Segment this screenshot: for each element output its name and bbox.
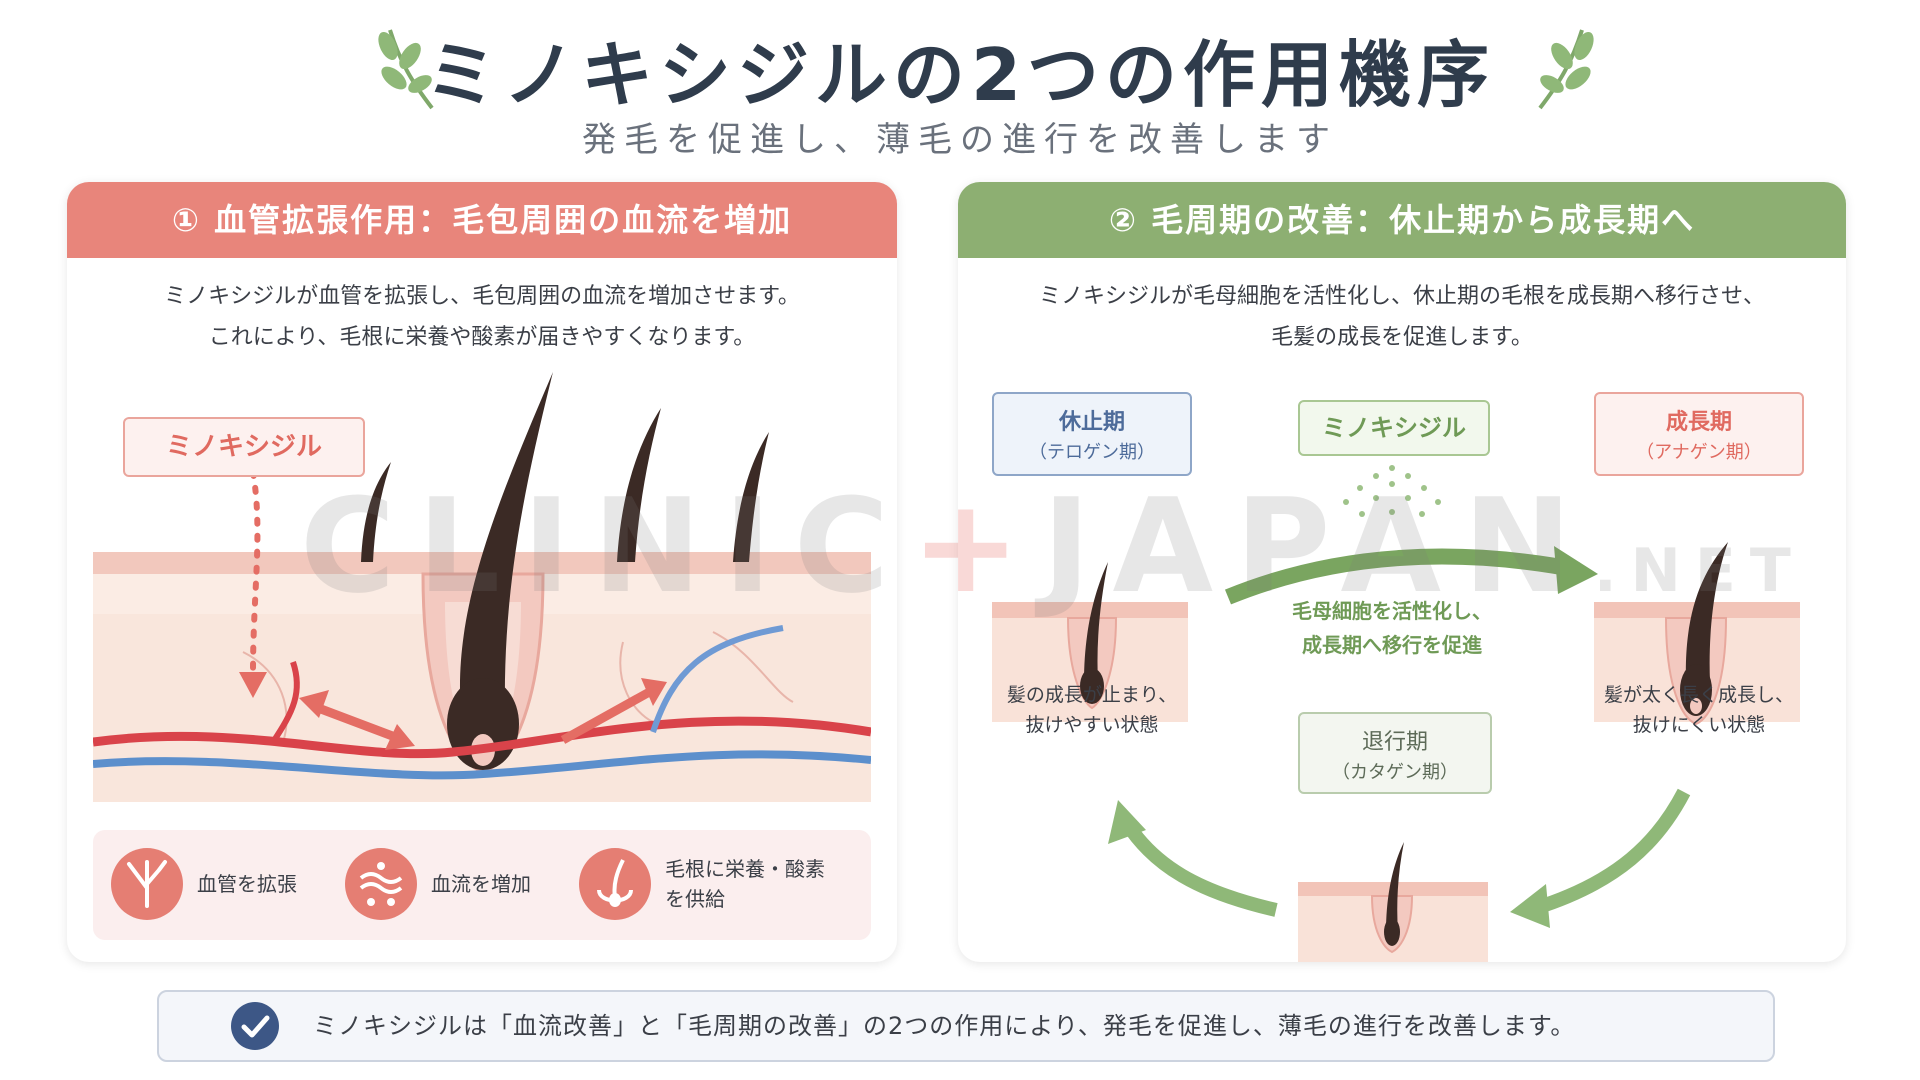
catagen-sub: （カタゲン期） bbox=[1332, 762, 1458, 783]
benefit-item: 毛根に栄養・酸素 を供給 bbox=[579, 848, 859, 922]
page-subtitle: 発毛を促進し、薄毛の進行を改善します bbox=[582, 120, 1338, 160]
telogen-name: 休止期 bbox=[1058, 410, 1125, 435]
leaf-sprig-left-icon bbox=[378, 29, 434, 110]
anagen-note-line1: 髪が太く長く成長し、 bbox=[1603, 684, 1794, 706]
benefit-label: 血管を拡張 bbox=[197, 872, 297, 896]
telogen-stage-tag: 休止期 （テロゲン期） bbox=[992, 392, 1192, 476]
benefit-item: 血流を増加 bbox=[345, 848, 565, 922]
catagen-name: 退行期 bbox=[1361, 730, 1428, 755]
hair-root-icon bbox=[579, 848, 651, 920]
hair-cycle-panel: ② 毛周期の改善：休止期から成長期へ ミノキシジルが毛母細胞を活性化し、休止期の… bbox=[958, 182, 1846, 962]
telogen-note: 髪の成長が止まり、 抜けやすい状態 bbox=[982, 680, 1202, 740]
hair-cycle-heading: ② 毛周期の改善：休止期から成長期へ bbox=[958, 182, 1846, 258]
benefit-label-line2: を供給 bbox=[665, 887, 725, 911]
leaf-sprig-right-icon bbox=[1538, 29, 1594, 110]
bloodflow-icon bbox=[345, 848, 417, 920]
hair-cycle-desc-line1: ミノキシジルが毛母細胞を活性化し、休止期の毛根を成長期へ移行させ、 bbox=[1038, 284, 1765, 309]
vasodilation-desc-line2: これにより、毛根に栄養や酸素が届きやすくなります。 bbox=[208, 325, 756, 350]
activation-caption: 毛母細胞を活性化し、 成長期へ移行を促進 bbox=[1272, 594, 1512, 662]
benefit-item: 血管を拡張 bbox=[111, 848, 331, 922]
header: ミノキシジルの2つの作用機序 発毛を促進し、薄毛の進行を改善します bbox=[0, 0, 1920, 170]
anagen-name: 成長期 bbox=[1665, 410, 1732, 435]
benefit-label: 毛根に栄養・酸素 bbox=[665, 857, 825, 881]
vasodilation-heading: ① 血管拡張作用：毛包周囲の血流を増加 bbox=[67, 182, 897, 258]
telogen-note-line2: 抜けやすい状態 bbox=[1025, 714, 1159, 736]
anagen-note-line2: 抜けにくい状態 bbox=[1632, 714, 1766, 736]
benefit-strip: 血管を拡張 血流を増加 毛根に栄養・酸素 を供給 bbox=[93, 830, 871, 940]
telogen-note-line1: 髪の成長が止まり、 bbox=[1006, 684, 1178, 706]
telogen-sub: （テロゲン期） bbox=[1029, 442, 1155, 463]
summary-text: ミノキシジルは「血流改善」と「毛周期の改善」の2つの作用により、発毛を促進し、薄… bbox=[313, 1012, 1576, 1040]
hair-cycle-description: ミノキシジルが毛母細胞を活性化し、休止期の毛根を成長期へ移行させ、 毛髪の成長を… bbox=[958, 276, 1846, 358]
vasodilation-description: ミノキシジルが血管を拡張し、毛包周囲の血流を増加させます。 これにより、毛根に栄… bbox=[67, 276, 897, 358]
anagen-stage-tag: 成長期 （アナゲン期） bbox=[1594, 392, 1804, 476]
minoxidil-spray-icon bbox=[1343, 465, 1441, 517]
vessel-icon bbox=[111, 848, 183, 920]
anagen-note: 髪が太く長く成長し、 抜けにくい状態 bbox=[1584, 680, 1814, 740]
page-title: ミノキシジルの2つの作用機序 bbox=[424, 33, 1496, 117]
vasodilation-desc-line1: ミノキシジルが血管を拡張し、毛包周囲の血流を増加させます。 bbox=[164, 284, 800, 309]
activation-caption-line1: 毛母細胞を活性化し、 bbox=[1292, 599, 1492, 623]
anagen-sub: （アナゲン期） bbox=[1636, 442, 1762, 463]
catagen-stage-tag: 退行期 （カタゲン期） bbox=[1298, 712, 1492, 794]
benefit-label: 血流を増加 bbox=[431, 872, 531, 896]
check-icon bbox=[231, 1002, 279, 1050]
summary-bar: ミノキシジルは「血流改善」と「毛周期の改善」の2つの作用により、発毛を促進し、薄… bbox=[157, 990, 1775, 1062]
minoxidil-tag-left: ミノキシジル bbox=[123, 417, 365, 477]
minoxidil-tag-right: ミノキシジル bbox=[1298, 400, 1490, 456]
activation-caption-line2: 成長期へ移行を促進 bbox=[1302, 633, 1482, 657]
vasodilation-panel: ① 血管拡張作用：毛包周囲の血流を増加 ミノキシジルが血管を拡張し、毛包周囲の血… bbox=[67, 182, 897, 962]
hair-cycle-illustration bbox=[992, 465, 1800, 962]
hair-cycle-desc-line2: 毛髪の成長を促進します。 bbox=[1271, 325, 1533, 350]
scalp-cross-section-illustration bbox=[93, 372, 871, 802]
